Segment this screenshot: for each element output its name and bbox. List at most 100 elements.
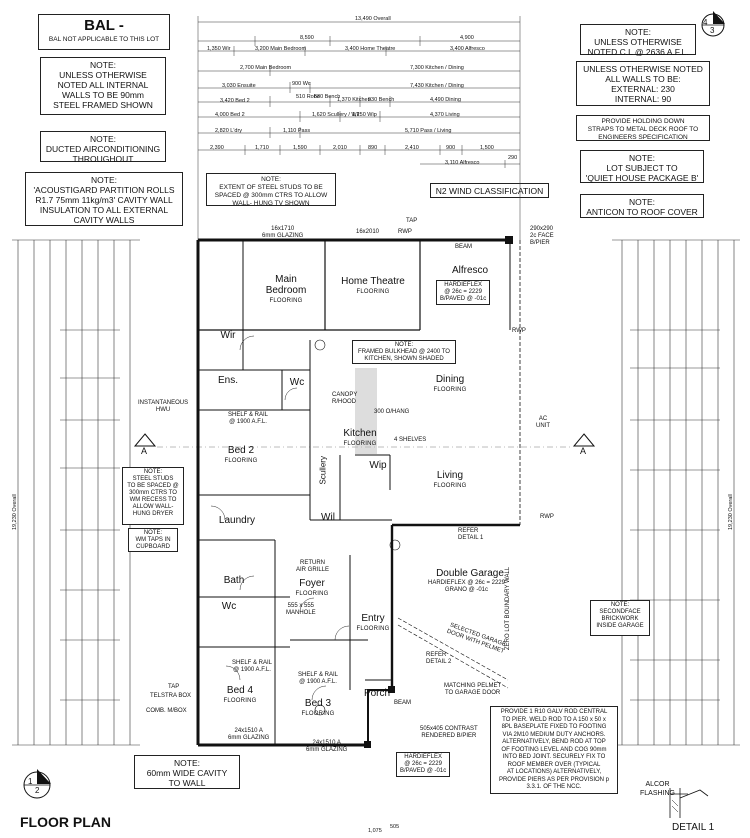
label-telstra-box: TELSTRA BOX: [150, 693, 192, 699]
dim-bed2-2: 4,000 Bed 2: [215, 112, 245, 118]
label-tap-top: TAP: [406, 218, 418, 224]
room-alfresco-name: Alfresco: [451, 265, 489, 276]
label-glazing-theatre: 16x2010: [356, 229, 380, 235]
label-refer-detail-1: REFER DETAIL 1: [458, 528, 484, 541]
drawing-ref-sheet: 3: [710, 26, 715, 35]
room-living-name: Living: [436, 470, 464, 481]
porch-hardieflex: HARDIEFLEX @ 26c = 2229 B/PAVED @ -01c: [396, 752, 451, 777]
room-bed4-floor: FLOORING: [223, 698, 257, 704]
room-alfresco: Alfresco: [430, 265, 510, 276]
label-alcor-flashing: ALCOR FLASHING: [640, 781, 676, 797]
drawing-ref-num: 4: [703, 18, 708, 27]
dim-scullery: 1,620 Scullery / Wil: [312, 112, 360, 118]
note-quiet-house: NOTE: LOT SUBJECT TO 'QUIET HOUSE PACKAG…: [580, 150, 704, 183]
floor-plan-marker: 1 2: [20, 768, 54, 802]
label-glazing-top: 16x1710 6mm GLAZING: [262, 226, 304, 239]
detail-title: DETAIL 1: [672, 822, 715, 833]
room-porch: Porch: [360, 688, 394, 699]
room-foyer: Foyer FLOORING: [290, 578, 334, 600]
room-entry: Entry FLOORING: [356, 613, 390, 635]
dim-kitchen-dining-2: 7,430 Kitchen / Dining: [410, 83, 464, 89]
dim-bench: 630 Bench: [314, 94, 341, 100]
note-ducted-aircon: NOTE: DUCTED AIRCONDITIONING THROUGHOUT: [40, 131, 166, 164]
room-bath: Bath: [214, 575, 254, 586]
dim-bed2: 3,420 Bed 2: [220, 98, 250, 104]
room-bed3-name: Bed 3: [304, 698, 332, 709]
room-living: Living FLOORING: [425, 470, 475, 492]
room-wc-lower-name: Wc: [221, 601, 237, 612]
note-wind-class: N2 WIND CLASSIFICATION: [430, 183, 549, 198]
room-laundry-name: Laundry: [218, 515, 256, 526]
label-rwp-right: RWP: [512, 328, 526, 334]
bal-subtitle: BAL NOT APPLICABLE TO THIS LOT: [48, 36, 160, 43]
room-wip-name: Wip: [369, 460, 387, 471]
label-pelmet: MATCHING PELMET TO GARAGE DOOR: [444, 683, 502, 696]
note-ceiling-level: NOTE: UNLESS OTHERWISE NOTED C.L @ 2636 …: [580, 24, 696, 57]
bal-box: BAL - BAL NOT APPLICABLE TO THIS LOT: [38, 14, 170, 50]
dim-b5: 890: [368, 145, 378, 151]
dim-main-bed-2: 2,700 Main Bedroom: [240, 65, 292, 71]
dim-wir: 1,350 Wir: [207, 46, 231, 52]
note-anticon: NOTE: ANTICON TO ROOF COVER: [580, 194, 704, 218]
label-beam-alfresco: BEAM: [455, 244, 473, 250]
room-bed2: Bed 2 FLOORING: [218, 445, 264, 467]
room-main-bedroom-name: Main Bedroom: [265, 274, 307, 296]
section-marker-right-label: A: [580, 446, 587, 456]
label-refer-detail-2: REFER DETAIL 2: [426, 652, 452, 665]
dim-bottom-1075: 1,075: [368, 828, 382, 834]
floor-plan-title: FLOOR PLAN: [20, 814, 111, 830]
room-wc-upper-name: Wc: [289, 377, 305, 388]
label-contrast-pier: 505x405 CONTRAST RENDERED B/PIER: [420, 726, 478, 739]
room-entry-floor: FLOORING: [356, 626, 390, 632]
label-shelf-rail-bed3: SHELF & RAIL @ 1900 A.F.L.: [298, 672, 339, 685]
dim-kitchen: 1,370 Kitchen: [337, 97, 371, 103]
note-secondface: NOTE: SECONDFACE BRICKWORK INSIDE GARAGE: [590, 600, 650, 636]
room-home-theatre-floor: FLOORING: [356, 289, 390, 295]
dim-main-bed: 3,200 Main Bedroom: [255, 46, 307, 52]
dim-overall-top: 13,490 Overall: [355, 16, 391, 22]
room-bed3: Bed 3 FLOORING: [295, 698, 341, 720]
room-home-theatre: Home Theatre FLOORING: [333, 276, 413, 298]
label-rwp-garage: RWP: [540, 514, 554, 520]
detail-sketch: [669, 788, 709, 818]
label-bottom-glazing-2: 24x1510 A 6mm GLAZING: [306, 740, 348, 753]
dim-b2: 1,710: [255, 145, 269, 151]
dim-b3: 1,590: [293, 145, 307, 151]
label-tap-left: TAP: [168, 684, 180, 690]
room-wil-name: Wil: [321, 512, 335, 523]
label-instantaneous-hwu: INSTANTANEOUS HWU: [138, 400, 189, 413]
dim-laundry: 2,820 L'dry: [215, 128, 243, 134]
dim-b1: 2,390: [210, 145, 224, 151]
dim-dining: 4,490 Dining: [430, 97, 461, 103]
room-wil: Wil: [316, 512, 340, 523]
note-bulkhead: NOTE: FRAMED BULKHEAD @ 2400 TO KITCHEN,…: [352, 340, 456, 364]
room-laundry: Laundry: [212, 515, 262, 526]
garage-hardieflex: HARDIEFLEX @ 26c = 2229 GRANO @ -01c: [428, 580, 505, 593]
section-marker-left-label: A: [141, 446, 148, 456]
dim-b8: 1,500: [480, 145, 494, 151]
alfresco-hardieflex: HARDIEFLEX @ 26c = 2229 B/PAVED @ -01c: [436, 280, 491, 305]
dim-kitchen-dining: 7,300 Kitchen / Dining: [410, 65, 464, 71]
room-scullery-name: Scullery: [318, 456, 328, 485]
label-shelf-rail-bed2: SHELF & RAIL @ 1900 A.F.L.: [228, 412, 269, 425]
note-wm-taps: NOTE: WM TAPS IN CUPBOARD: [128, 528, 178, 552]
room-wir-name: Wir: [220, 330, 236, 341]
note-wm-recess: NOTE: STEEL STUDS TO BE SPACED @ 300mm C…: [122, 467, 184, 525]
room-bed2-floor: FLOORING: [224, 458, 258, 464]
dim-pass: 1,110 Pass: [283, 128, 311, 134]
room-double-garage-name: Double Garage: [436, 568, 504, 579]
room-bed4: Bed 4 FLOORING: [217, 685, 263, 707]
dim-wip: 1,250 Wip: [352, 112, 377, 118]
note-cavity: NOTE: 60mm WIDE CAVITY TO WALL: [134, 755, 240, 789]
room-kitchen-name: Kitchen: [343, 428, 377, 439]
top-dimension-lines: [197, 16, 521, 240]
room-ens-name: Ens.: [217, 375, 238, 386]
room-ens: Ens.: [208, 375, 248, 386]
room-double-garage: Double Garage: [430, 568, 510, 579]
floor-plan-num: 1: [28, 777, 33, 786]
section-marker-left: A: [133, 432, 157, 458]
room-wc-upper: Wc: [285, 377, 309, 388]
